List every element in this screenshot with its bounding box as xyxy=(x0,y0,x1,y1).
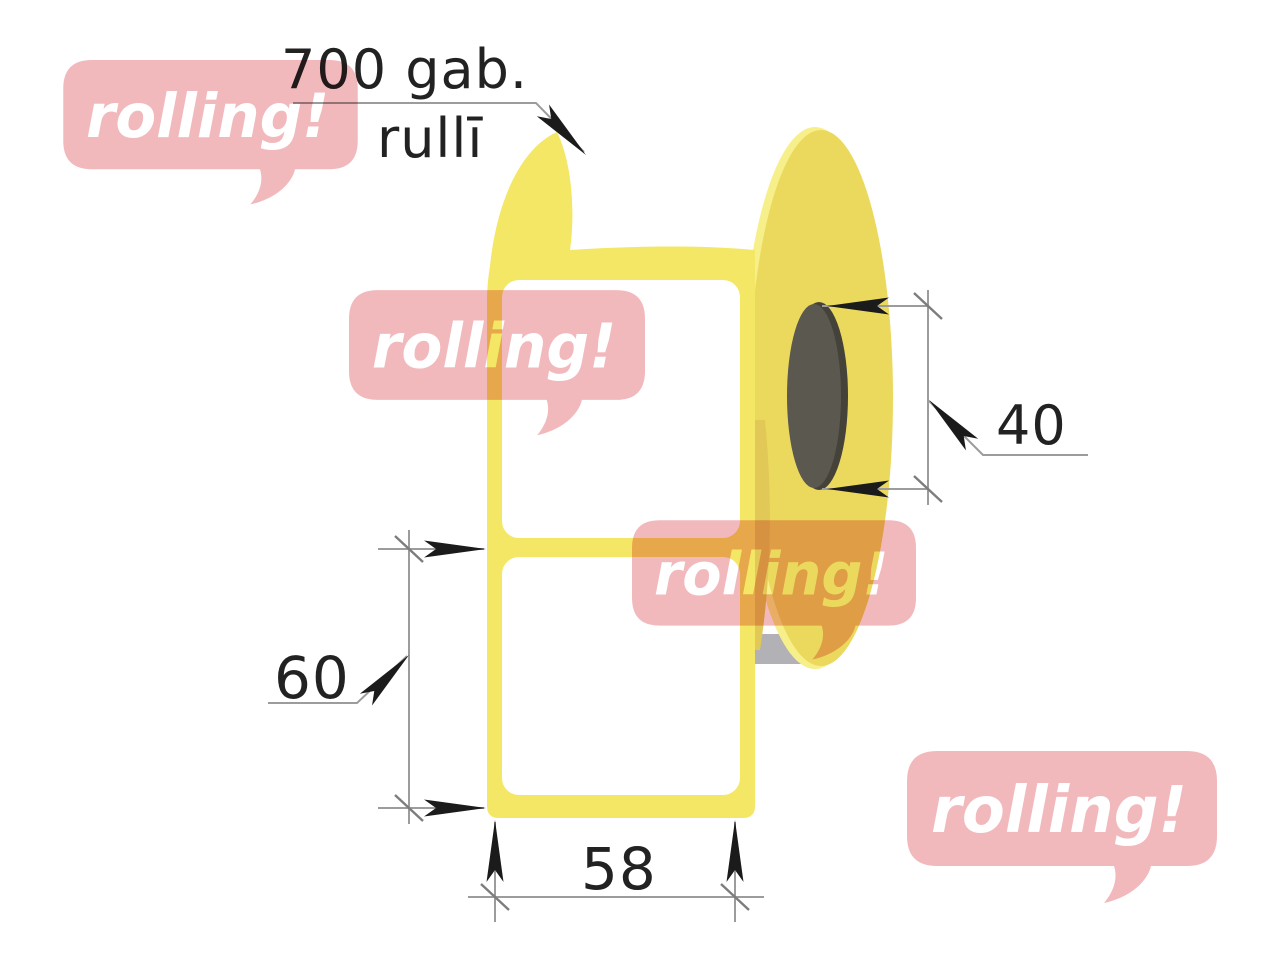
dimension-label-height: 60 xyxy=(268,530,486,824)
dim40-bottom-tick xyxy=(913,475,943,503)
quantity-text-line1: 700 gab. xyxy=(281,38,528,101)
core-diameter-value: 40 xyxy=(996,394,1067,457)
quantity-text-line2: rullī xyxy=(377,107,483,170)
dimension-label-width: 58 xyxy=(468,820,764,922)
dim60-leader-arrow-icon xyxy=(359,649,416,706)
dim58-right-tick xyxy=(720,883,750,911)
label-width-value: 58 xyxy=(581,835,657,903)
label-lower xyxy=(502,557,740,795)
roll-core xyxy=(787,304,841,488)
dim40-top-tick xyxy=(913,292,943,320)
dim60-top-tick xyxy=(394,535,424,563)
label-upper xyxy=(502,280,740,538)
label-height-value: 60 xyxy=(274,644,350,712)
dimension-core-diameter: 40 xyxy=(822,290,1088,505)
dim60-bottom-tick xyxy=(394,794,424,822)
dim58-left-tick xyxy=(480,883,510,911)
